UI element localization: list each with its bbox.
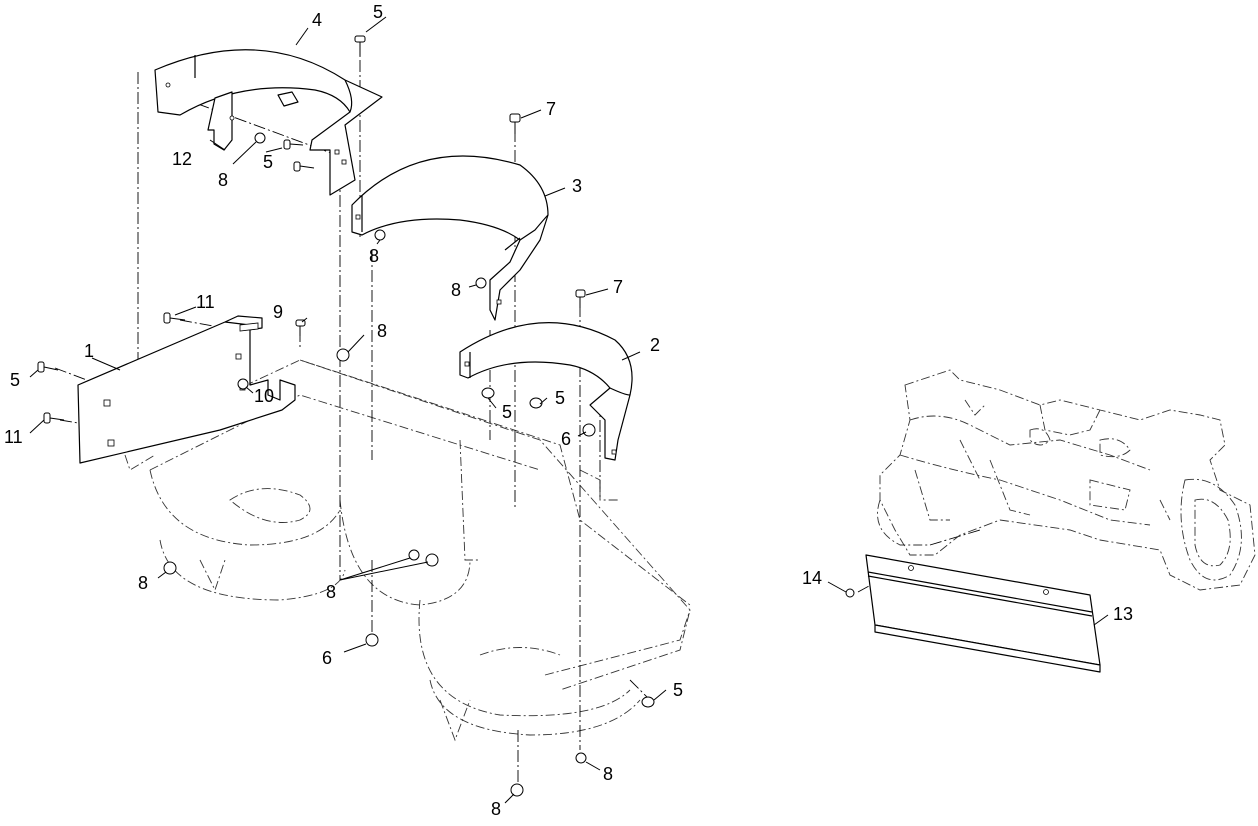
- callout-8-d: 8: [377, 321, 387, 341]
- bolt-icon: [283, 139, 291, 150]
- carriage-bolt-icon: [481, 387, 495, 399]
- bolts: [37, 35, 855, 708]
- carriage-bolt-icon: [529, 397, 543, 409]
- nut-icon: [575, 752, 587, 764]
- nut-icon: [408, 549, 420, 561]
- part-13-plate: [865, 554, 1101, 673]
- bolt-icon: [43, 412, 51, 424]
- callout-4: 4: [312, 10, 322, 30]
- callout-labels: 1 2 3 4 5 5 5 5 5 5 6 6 7 7 8 8 8 8 8 8 …: [4, 2, 1133, 819]
- nuts: [163, 132, 596, 797]
- bolt-icon: [509, 113, 521, 123]
- nut-icon: [425, 553, 439, 567]
- callout-8-e: 8: [138, 573, 148, 593]
- callout-6-lower: 6: [322, 648, 332, 668]
- part-12-bracket: [209, 139, 226, 151]
- part-2-front-baffle: [459, 322, 633, 461]
- callout-5-mid: 5: [263, 152, 273, 172]
- callout-5-front-a: 5: [502, 402, 512, 422]
- nut-icon: [163, 561, 177, 575]
- callout-6-upper: 6: [561, 429, 571, 449]
- screw-icon: [845, 588, 855, 598]
- callout-8-h: 8: [491, 799, 501, 819]
- callout-9: 9: [273, 302, 283, 322]
- nut-icon: [336, 348, 350, 362]
- callout-8-c: 8: [451, 280, 461, 300]
- nut-icon: [374, 229, 386, 241]
- callout-10: 10: [254, 386, 274, 406]
- mower-deck-phantom: [119, 359, 691, 742]
- callout-5-front-b: 5: [555, 388, 565, 408]
- nut-icon: [365, 633, 379, 647]
- bolt-icon: [163, 312, 171, 324]
- part-3-middle-baffle: [351, 155, 549, 321]
- bolt-icon: [37, 361, 45, 373]
- callout-8-f: 8: [326, 582, 336, 602]
- nut-icon: [475, 277, 487, 289]
- callout-5-left: 5: [10, 370, 20, 390]
- callout-5-top: 5: [373, 2, 383, 22]
- nut-icon: [582, 423, 596, 437]
- callout-11-left: 11: [4, 427, 23, 447]
- callout-2: 2: [650, 335, 660, 355]
- callout-7-lower: 7: [613, 277, 623, 297]
- nut-icon: [237, 378, 249, 390]
- part-1-left-guard: [77, 315, 296, 464]
- bolt-icon: [575, 289, 586, 298]
- callout-11-upper: 11: [196, 292, 215, 312]
- nut-icon: [510, 783, 524, 797]
- callout-8-g: 8: [603, 764, 613, 784]
- callout-14: 14: [802, 568, 822, 588]
- part-4-rear-baffle: [154, 49, 383, 196]
- callout-3: 3: [572, 176, 582, 196]
- callout-5-lower: 5: [673, 680, 683, 700]
- traction-frame-phantom: [877, 369, 1256, 591]
- callout-13: 13: [1113, 604, 1133, 624]
- callout-1: 1: [84, 341, 94, 361]
- nut-icon: [254, 132, 266, 144]
- leader-lines: [29, 16, 1109, 804]
- bolt-icon: [293, 161, 301, 172]
- callout-8-b: 8: [369, 246, 379, 266]
- callout-7-top: 7: [546, 99, 556, 119]
- bolt-icon: [354, 35, 366, 43]
- callout-12: 12: [172, 149, 192, 169]
- carriage-bolt-icon: [641, 696, 655, 708]
- callout-8-a: 8: [218, 170, 228, 190]
